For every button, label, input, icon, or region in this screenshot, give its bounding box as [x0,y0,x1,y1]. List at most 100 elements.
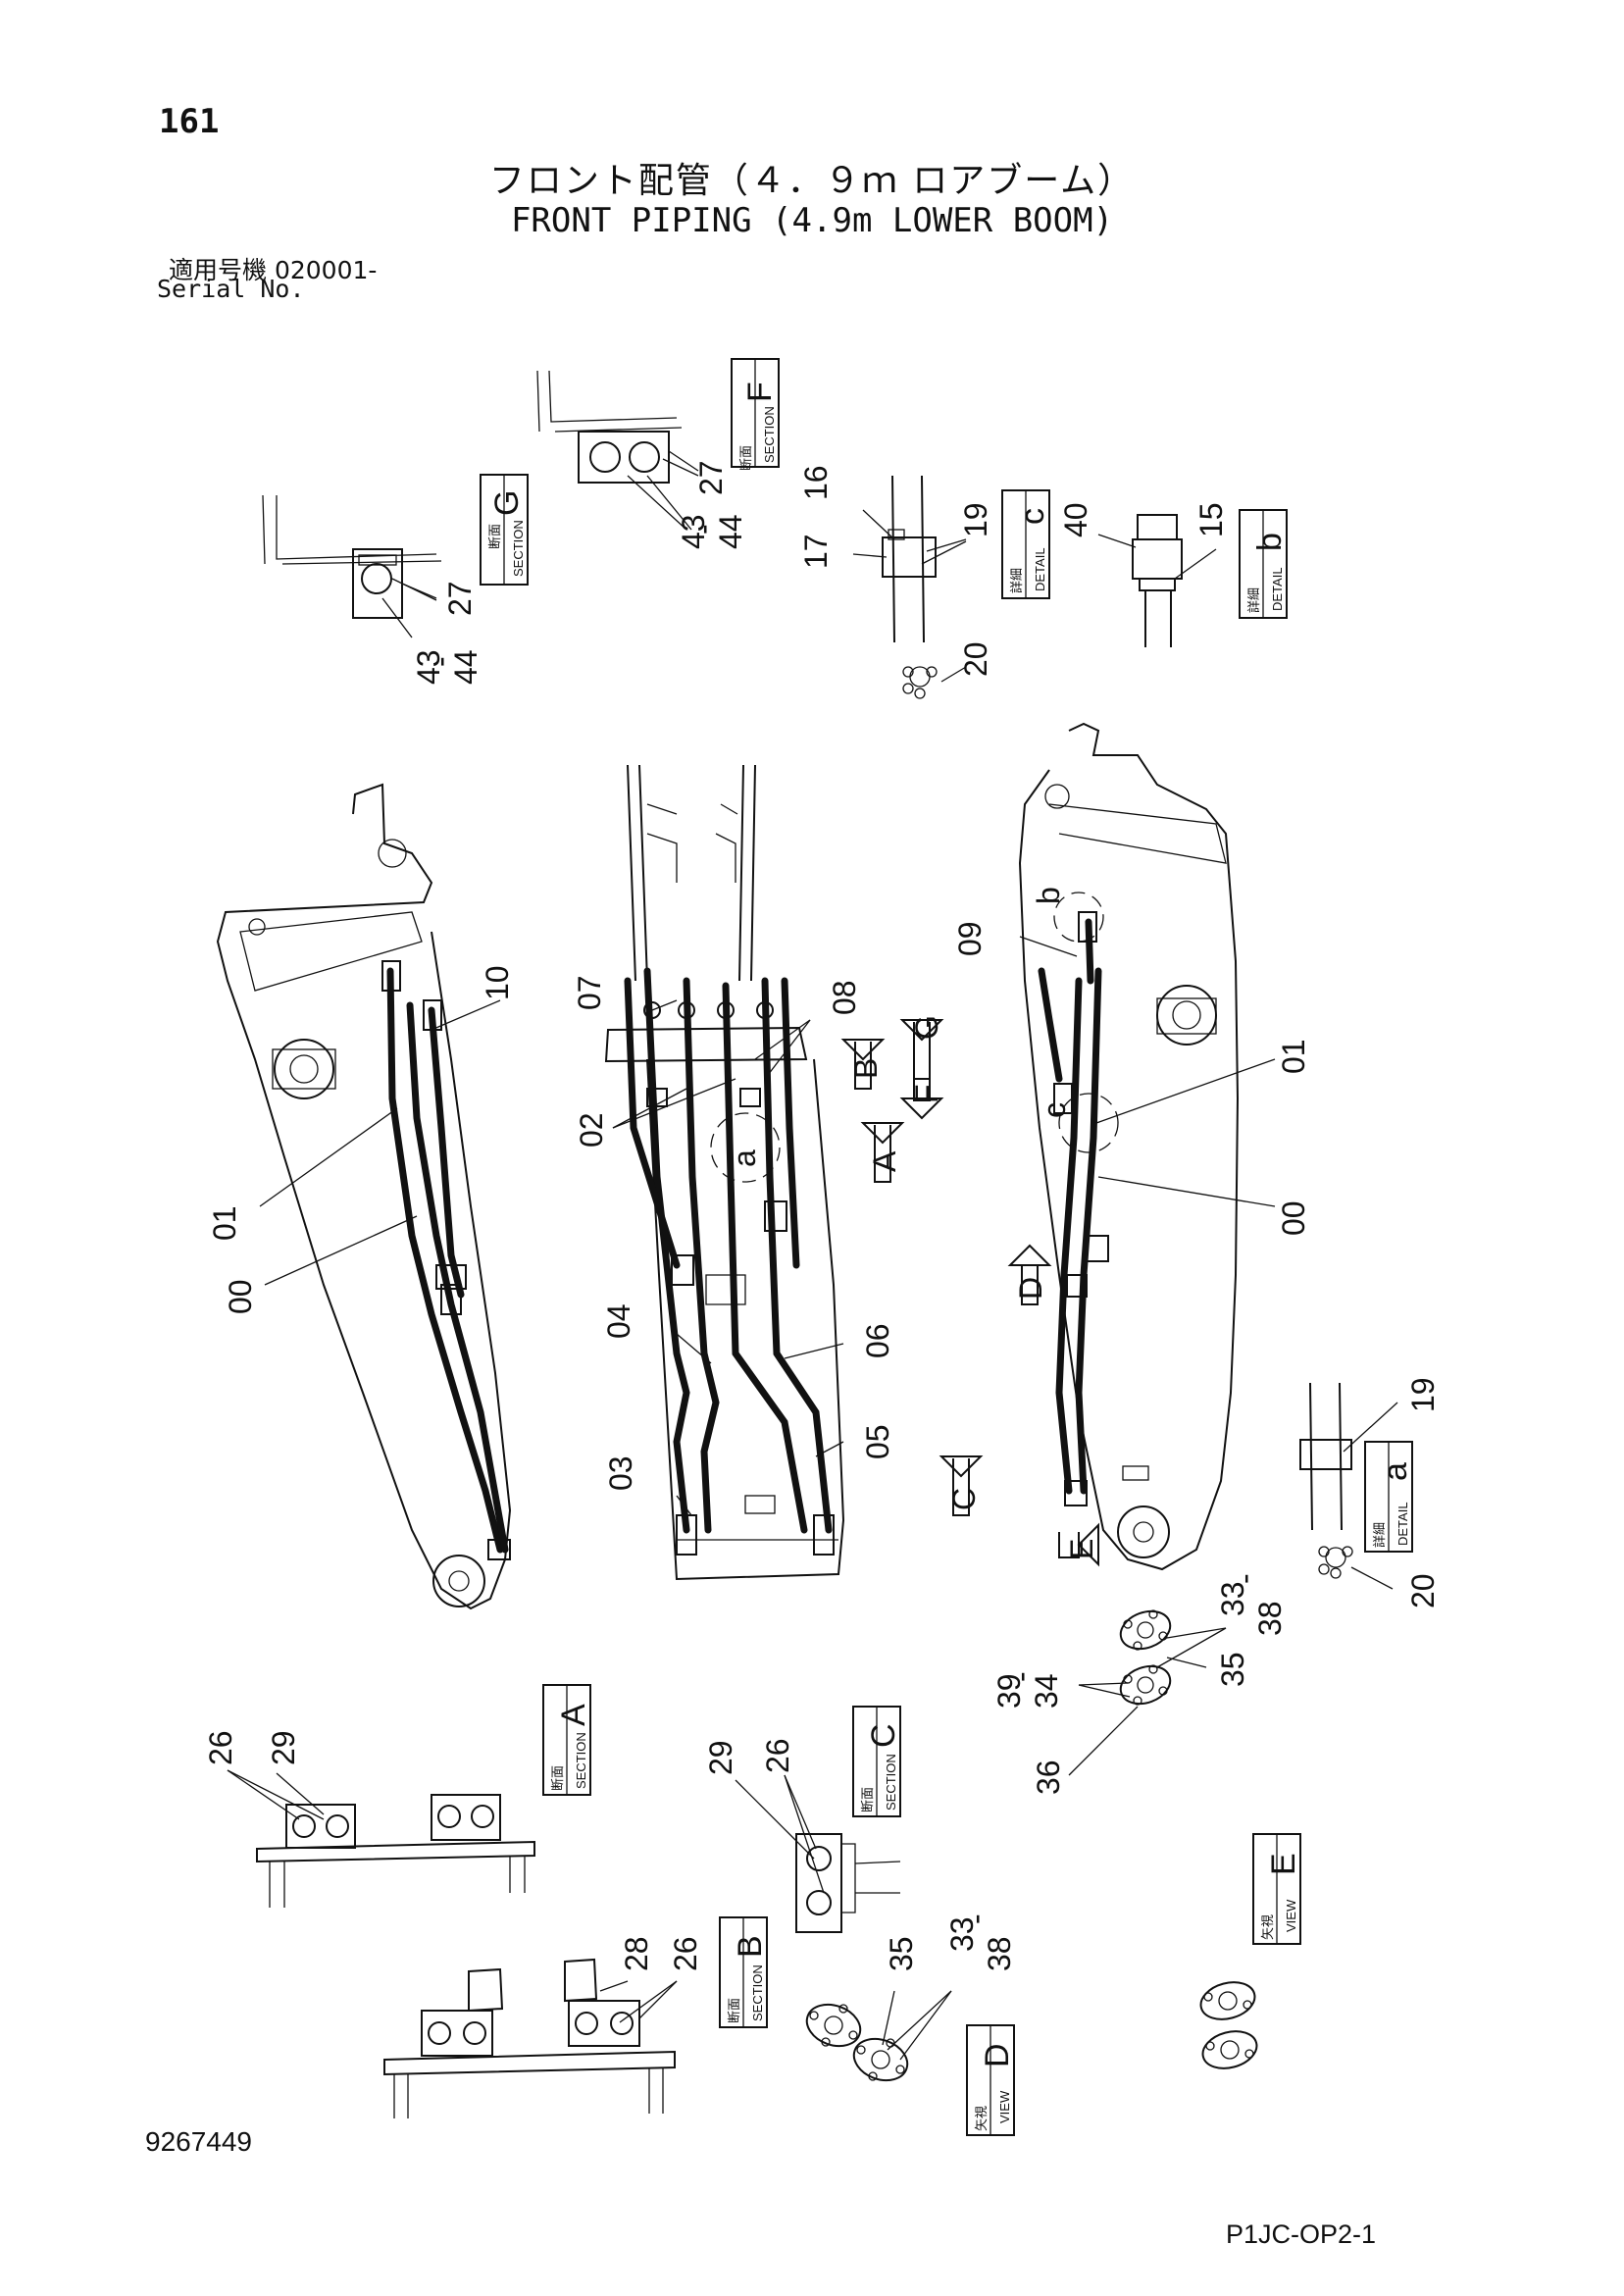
section-c-box: 断面 SECTION C [852,1706,902,1817]
left-boom-pipes [381,960,511,1560]
svg-text:F: F [909,1084,944,1103]
svg-text:G: G [909,1015,944,1040]
label-28: 28 [619,1936,654,1971]
label-02: 02 [574,1112,609,1148]
view-d-jp: 矢視 [974,2106,989,2131]
label-20-c: 20 [958,641,993,677]
label-00-right: 00 [1276,1200,1311,1236]
section-c-en: SECTION [884,1754,898,1811]
view-d-box: 矢視 VIEW D [966,2024,1016,2136]
label-dash-d: - [958,1913,993,1924]
label-00-left: 00 [223,1279,258,1314]
detail-c-view [852,475,967,699]
page-title-english: FRONT PIPING (4.9m LOWER BOOM) [510,201,1114,240]
section-a-view [227,1769,535,1908]
view-arrow-a: A [860,1122,905,1183]
detail-c-circle [1058,1093,1119,1153]
label-26-a: 26 [203,1730,238,1765]
label-08: 08 [827,980,862,1015]
section-b-view [383,1958,678,2118]
label-15: 15 [1193,502,1229,537]
label-35-e: 35 [1215,1652,1250,1687]
section-f-box: 断面 SECTION F [731,358,780,471]
label-29-a: 29 [266,1730,301,1765]
label-dash: - [423,656,458,667]
section-c-jp: 断面 [860,1787,875,1812]
right-boom-outline [1018,722,1240,1571]
detail-a-box: 詳細 DETAIL a [1364,1441,1414,1553]
detail-c-box: 詳細 DETAIL c [1001,489,1051,599]
view-arrow-c: C [939,1455,984,1516]
view-e-jp: 矢視 [1260,1914,1275,1940]
label-26-b: 26 [668,1936,703,1971]
label-39-e: 39 [991,1673,1027,1709]
section-c-view [735,1774,901,1933]
section-f-view [536,370,699,531]
detail-b-letter: b [1251,533,1289,551]
view-arrow-g: G [899,1015,944,1080]
section-f-en: SECTION [762,406,777,463]
serial-label-japanese: 適用号機 020001- [169,256,378,284]
detail-b-circle-letter: b [1031,887,1066,904]
section-f-letter: F [741,382,779,402]
detail-b-jp: 詳細 [1246,587,1261,613]
view-arrow-f: F [899,1061,944,1120]
section-b-letter: B [732,1935,769,1958]
label-43-f: 43 [676,514,711,549]
document-id: 9267449 [145,2126,253,2157]
label-06: 06 [860,1323,895,1358]
section-b-box: 断面 SECTION B [719,1916,769,2028]
label-43: 43 [411,649,446,685]
label-dash-e1: - [1227,1573,1262,1584]
section-g-view [262,494,442,638]
label-04: 04 [601,1303,636,1339]
center-boom-pipes [624,967,835,1556]
label-36: 36 [1031,1760,1066,1795]
detail-a-circle-letter: a [727,1149,762,1167]
section-f-jp: 断面 [738,445,753,471]
label-20-a: 20 [1405,1573,1441,1608]
label-16: 16 [798,465,834,500]
detail-b-view [1097,514,1217,647]
view-arrow-e: E [1058,1522,1099,1567]
label-dash-f: - [685,524,721,535]
detail-a-view [1299,1382,1398,1590]
label-44-f: 44 [713,514,748,549]
detail-c-circle-letter: c [1037,1102,1072,1118]
svg-text:A: A [867,1150,902,1172]
section-g-en: SECTION [511,520,526,577]
label-27-f: 27 [693,460,729,495]
label-01-left: 01 [207,1205,242,1241]
detail-b-box: 詳細 DETAIL b [1239,509,1289,619]
section-b-en: SECTION [750,1964,765,2021]
svg-text:D: D [1013,1277,1048,1300]
label-03: 03 [603,1455,638,1491]
label-01-right: 01 [1276,1039,1311,1074]
label-40: 40 [1058,502,1093,537]
detail-b-circle [1053,892,1104,943]
label-29-c: 29 [703,1740,738,1775]
label-09: 09 [952,921,988,956]
view-e-en: VIEW [1284,1899,1298,1932]
section-a-jp: 断面 [550,1765,565,1791]
view-e-flanges [1068,1609,1227,1776]
section-g-jp: 断面 [487,524,502,549]
svg-text:B: B [848,1058,884,1079]
label-38-e: 38 [1252,1601,1288,1636]
section-b-jp: 断面 [727,1998,741,2023]
label-33-e: 33 [1215,1581,1250,1616]
detail-a-en: DETAIL [1396,1502,1410,1546]
svg-text:E: E [1064,1539,1099,1559]
label-34-e: 34 [1029,1673,1064,1709]
section-a-letter: A [555,1704,592,1726]
page-number: 161 [159,102,220,141]
left-boom-outline [216,783,512,1610]
center-boom-outline [604,764,845,1581]
label-19-a: 19 [1405,1377,1441,1412]
page-code: P1JC-OP2-1 [1226,2219,1377,2249]
label-35-d: 35 [884,1936,919,1971]
label-26-c: 26 [760,1738,795,1773]
svg-text:C: C [946,1488,982,1510]
page-title-japanese: フロント配管（４．９ｍ ロアブーム） [488,161,1136,201]
view-e-lower-flanges [1199,1981,1258,2069]
